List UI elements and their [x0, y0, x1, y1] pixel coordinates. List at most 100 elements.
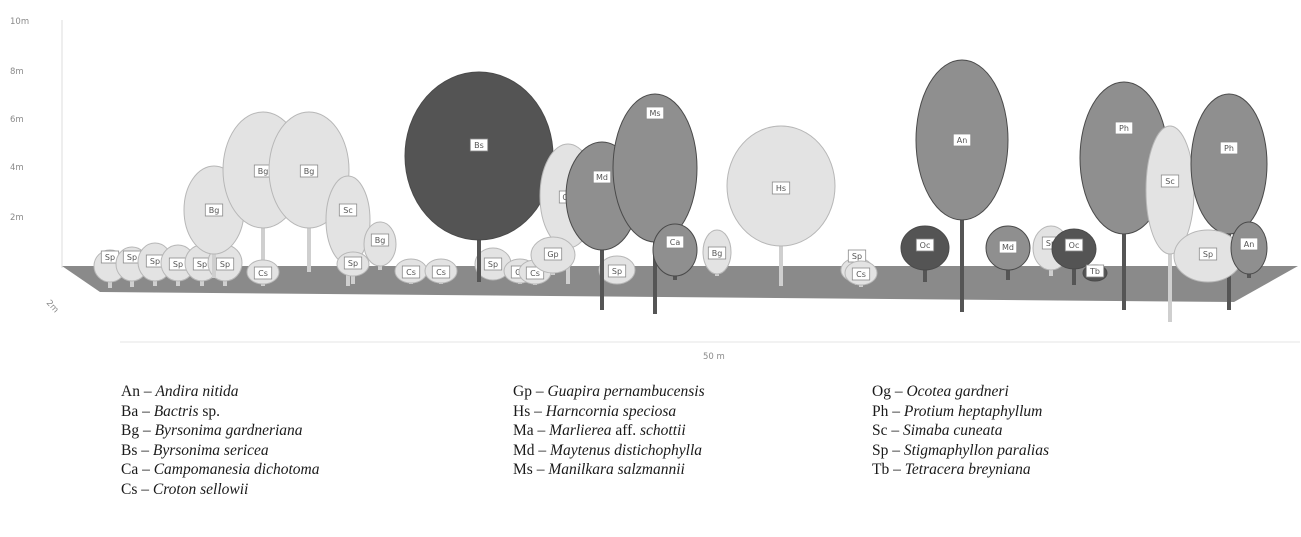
svg-text:Cs: Cs — [258, 269, 268, 278]
vegetation-profile-diagram: 10m 8m 6m 4m 2m 2m 50 m SpSpSpSpSpSpBgBg… — [0, 0, 1301, 372]
svg-text:Md: Md — [1002, 243, 1014, 252]
tree-crown — [405, 72, 553, 240]
svg-text:Hs: Hs — [776, 184, 786, 193]
tree-crown — [326, 176, 370, 264]
tree-code-label: Md — [999, 241, 1016, 253]
length-axis-label: 50 m — [703, 352, 725, 362]
svg-text:Bg: Bg — [712, 249, 723, 258]
svg-text:Ms: Ms — [649, 109, 660, 118]
svg-text:Sp: Sp — [173, 260, 183, 269]
tree-trunk — [779, 242, 783, 286]
svg-text:Bg: Bg — [375, 236, 386, 245]
legend-entry: Gp – Guapira pernambucensis — [513, 382, 705, 402]
tree-trunk — [307, 224, 311, 272]
legend-column: Gp – Guapira pernambucensis Hs – Harncor… — [513, 382, 705, 480]
legend-entry: Md – Maytenus distichophylla — [513, 441, 705, 461]
tree-code-label: Bg — [300, 165, 317, 177]
tree-trunk — [1168, 250, 1172, 322]
tree-code-label: Ph — [1220, 142, 1237, 154]
species-legend: An – Andira nitida Ba – Bactris sp. Bg –… — [121, 382, 1291, 532]
tree-crown — [1146, 126, 1194, 254]
svg-text:Bs: Bs — [474, 141, 484, 150]
tree-code-label: Sp — [484, 258, 501, 270]
tree-code-label: Sc — [339, 204, 356, 216]
tree-code-label: Cs — [852, 268, 869, 280]
tree-code-label: Oc — [1065, 239, 1082, 251]
legend-entry: Sc – Simaba cuneata — [872, 421, 1049, 441]
tree-code-label: Cs — [432, 266, 449, 278]
svg-text:Sp: Sp — [150, 257, 160, 266]
tree-code-label: Bg — [708, 247, 725, 259]
svg-text:Sc: Sc — [1165, 177, 1174, 186]
legend-entry: Ms – Manilkara salzmannii — [513, 460, 705, 480]
svg-text:Sp: Sp — [1203, 250, 1213, 259]
svg-text:Sp: Sp — [220, 260, 230, 269]
tree-code-label: Ph — [1115, 122, 1132, 134]
tree-code-label: Cs — [402, 266, 419, 278]
tree-trunk — [600, 246, 604, 310]
tree-code-label: Bs — [470, 139, 487, 151]
svg-text:Cs: Cs — [436, 268, 446, 277]
svg-text:Bg: Bg — [258, 167, 269, 176]
svg-text:Md: Md — [596, 173, 608, 182]
svg-text:Sc: Sc — [343, 206, 352, 215]
svg-text:An: An — [1244, 240, 1255, 249]
legend-entry: Cs – Croton sellowii — [121, 480, 319, 500]
tree-code-label: Bg — [371, 234, 388, 246]
tree-code-label: Sp — [848, 250, 865, 262]
y-tick-label: 10m — [10, 17, 29, 27]
svg-text:An: An — [957, 136, 968, 145]
svg-text:Bg: Bg — [304, 167, 315, 176]
tree-code-label: Sp — [608, 265, 625, 277]
svg-text:Oc: Oc — [920, 241, 931, 250]
tree-code-label: Bg — [205, 204, 222, 216]
tree-tb: Tb — [1083, 265, 1107, 281]
svg-text:Cs: Cs — [530, 269, 540, 278]
tree-crown — [653, 224, 697, 276]
tree-trunk — [1122, 230, 1126, 310]
tree-trunk — [477, 236, 481, 282]
tree-trunk — [960, 216, 964, 312]
legend-entry: Sp – Stigmaphyllon paralias — [872, 441, 1049, 461]
legend-entry: Bs – Byrsonima sericea — [121, 441, 319, 461]
tree-bs: Bs — [405, 72, 553, 282]
svg-text:Gp: Gp — [547, 250, 558, 259]
tree-code-label: Sp — [216, 258, 233, 270]
legend-column: An – Andira nitida Ba – Bactris sp. Bg –… — [121, 382, 319, 500]
svg-text:Sp: Sp — [127, 253, 137, 262]
legend-entry: Og – Ocotea gardneri — [872, 382, 1049, 402]
svg-text:Cs: Cs — [406, 268, 416, 277]
tree-code-label: Sp — [344, 257, 361, 269]
legend-entry: Bg – Byrsonima gardneriana — [121, 421, 319, 441]
y-tick-label: 2m — [10, 213, 24, 223]
tree-code-label: Ca — [666, 236, 683, 248]
tree-sp: Sp — [599, 256, 635, 284]
legend-entry: Ph – Protium heptaphyllum — [872, 402, 1049, 422]
tree-crown — [1191, 94, 1267, 234]
svg-text:Sp: Sp — [197, 260, 207, 269]
tree-hs: Hs — [727, 126, 835, 286]
tree-code-label: Md — [593, 171, 610, 183]
tree-code-label: Sp — [169, 258, 186, 270]
tree-code-label: Sp — [1199, 248, 1216, 260]
svg-text:Sp: Sp — [105, 253, 115, 262]
svg-text:Bg: Bg — [209, 206, 220, 215]
tree-code-label: Tb — [1086, 265, 1103, 277]
svg-text:Sp: Sp — [488, 260, 498, 269]
svg-text:Oc: Oc — [1069, 241, 1080, 250]
legend-entry: Hs – Harncornia speciosa — [513, 402, 705, 422]
tree-code-label: Ms — [646, 107, 663, 119]
svg-text:Sp: Sp — [852, 252, 862, 261]
legend-entry: Ma – Marlierea aff. schottii — [513, 421, 705, 441]
tree-code-label: Hs — [772, 182, 789, 194]
svg-text:Cs: Cs — [856, 270, 866, 279]
legend-entry: Ca – Campomanesia dichotoma — [121, 460, 319, 480]
tree-code-label: Gp — [544, 248, 561, 260]
legend-entry: An – Andira nitida — [121, 382, 319, 402]
svg-text:Sp: Sp — [612, 267, 622, 276]
depth-axis-label: 2m — [44, 298, 61, 315]
svg-text:Ph: Ph — [1224, 144, 1234, 153]
svg-text:Tb: Tb — [1089, 267, 1100, 276]
svg-text:Ph: Ph — [1119, 124, 1129, 133]
tree-code-label: Sc — [1161, 175, 1178, 187]
